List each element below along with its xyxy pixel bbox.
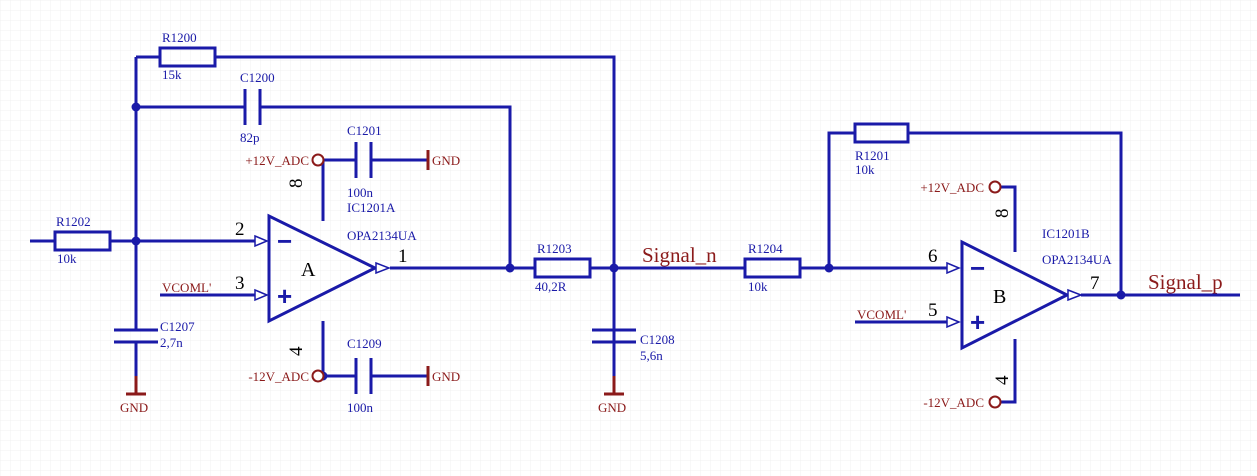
opamp-a-out-arrow: [375, 261, 392, 275]
power-ports: [311, 153, 1002, 409]
capacitor-c1201[interactable]: [354, 142, 373, 178]
opamp-b-pin7: 7: [1090, 273, 1100, 294]
opamp-a-pin2: 2: [235, 219, 245, 240]
resistor-r1204[interactable]: [743, 257, 802, 279]
r1201-ref: R1201: [855, 148, 890, 163]
junction-dot: [505, 263, 515, 273]
capacitor-c1207[interactable]: [114, 328, 158, 344]
opamp-b-letter: B: [993, 286, 1006, 308]
capacitor-c1209[interactable]: [354, 358, 373, 394]
junction-dot: [609, 263, 619, 273]
c1200-plates: [243, 89, 262, 125]
r1200-value: 15k: [162, 67, 182, 82]
opamp-a-part: OPA2134UA: [347, 228, 417, 243]
opamp-a-minus-sign: −: [277, 226, 292, 256]
net-signal-p: Signal_p: [1148, 270, 1223, 294]
opamp-b-pin8: 8: [992, 209, 1013, 219]
power-port-circle: [988, 180, 1002, 194]
c1208-plates: [592, 328, 636, 344]
power-port-circle: [311, 369, 325, 383]
gnd-symbol-c1208: [604, 376, 624, 396]
opamp-b-body: [960, 239, 1071, 351]
r1203-ref: R1203: [537, 241, 572, 256]
opamp-b-pin6-arrow: [946, 261, 961, 275]
c1200-ref: C1200: [240, 70, 275, 85]
junction-dot: [131, 236, 141, 246]
net-vneg-b: -12V_ADC: [923, 395, 984, 410]
net-signal-n: Signal_n: [642, 243, 717, 267]
resistor-r1202[interactable]: [53, 230, 112, 252]
opamp-b-plus-sign: +: [970, 307, 985, 337]
r1204-value: 10k: [748, 279, 768, 294]
resistor-r1200[interactable]: [158, 46, 217, 68]
opamp-a-pin3: 3: [235, 273, 245, 294]
capacitor-c1200[interactable]: [243, 89, 262, 125]
r1204-ref: R1204: [748, 241, 783, 256]
wire-opa-b-supply: [995, 185, 1017, 404]
opamp-a[interactable]: [254, 213, 392, 324]
opamp-a-pin4: 4: [286, 346, 307, 356]
opamp-b-pin5: 5: [928, 300, 938, 321]
junction-dot: [131, 102, 141, 112]
opamp-a-body: [267, 213, 379, 324]
opamp-a-plus-sign: +: [277, 281, 292, 311]
net-gnd-c1209: GND: [432, 369, 460, 384]
c1201-plates: [354, 142, 373, 178]
c1207-plates: [114, 328, 158, 344]
r1201-value: 10k: [855, 162, 875, 177]
net-vpos-a: +12V_ADC: [245, 153, 309, 168]
power-port-circle: [311, 153, 325, 167]
opamp-b[interactable]: [946, 239, 1084, 351]
c1209-ref: C1209: [347, 336, 382, 351]
opamp-b-ref: IC1201B: [1042, 226, 1090, 241]
net-vneg-a: -12V_ADC: [248, 369, 309, 384]
c1208-value: 5,6n: [640, 348, 663, 363]
net-vcom-b: VCOML': [857, 307, 906, 322]
opamp-b-pin6: 6: [928, 246, 938, 267]
net-vcom-a: VCOML': [162, 280, 211, 295]
opamp-b-pin4: 4: [992, 375, 1013, 385]
power-port-circle: [988, 395, 1002, 409]
opamp-b-part: OPA2134UA: [1042, 252, 1112, 267]
c1209-value: 100n: [347, 400, 374, 415]
opamp-b-pin5-arrow: [946, 315, 961, 329]
c1207-value: 2,7n: [160, 335, 183, 350]
gnd-symbol-c1207: [126, 376, 146, 396]
net-gnd-c1208: GND: [598, 400, 626, 415]
opamp-a-pin3-arrow: [254, 288, 269, 302]
c1201-ref: C1201: [347, 123, 382, 138]
net-vpos-b: +12V_ADC: [920, 180, 984, 195]
opamp-a-letter: A: [301, 259, 316, 281]
r1202-ref: R1202: [56, 214, 91, 229]
opamp-b-minus-sign: −: [970, 253, 985, 283]
net-gnd-c1201: GND: [432, 153, 460, 168]
c1209-plates: [354, 358, 373, 394]
c1201-value: 100n: [347, 185, 374, 200]
c1200-value: 82p: [240, 130, 260, 145]
junction-dot: [1116, 290, 1126, 300]
capacitor-c1208[interactable]: [592, 328, 636, 344]
junction-dot: [824, 263, 834, 273]
net-gnd-c1207: GND: [120, 400, 148, 415]
wire-c1200-loop: [136, 105, 512, 268]
r1203-value: 40,2R: [535, 279, 567, 294]
resistor-r1203[interactable]: [533, 257, 592, 279]
opamp-a-pin1: 1: [398, 246, 408, 267]
c1208-ref: C1208: [640, 332, 675, 347]
resistor-r1201[interactable]: [853, 122, 910, 144]
opamp-b-out-arrow: [1067, 288, 1084, 302]
r1200-ref: R1200: [162, 30, 197, 45]
opamp-a-ref: IC1201A: [347, 200, 396, 215]
r1202-value: 10k: [57, 251, 77, 266]
c1207-ref: C1207: [160, 319, 195, 334]
wire-r1201-loop: [827, 131, 1123, 295]
opamp-a-pin2-arrow: [254, 234, 269, 248]
opamp-a-pin8: 8: [286, 179, 307, 189]
